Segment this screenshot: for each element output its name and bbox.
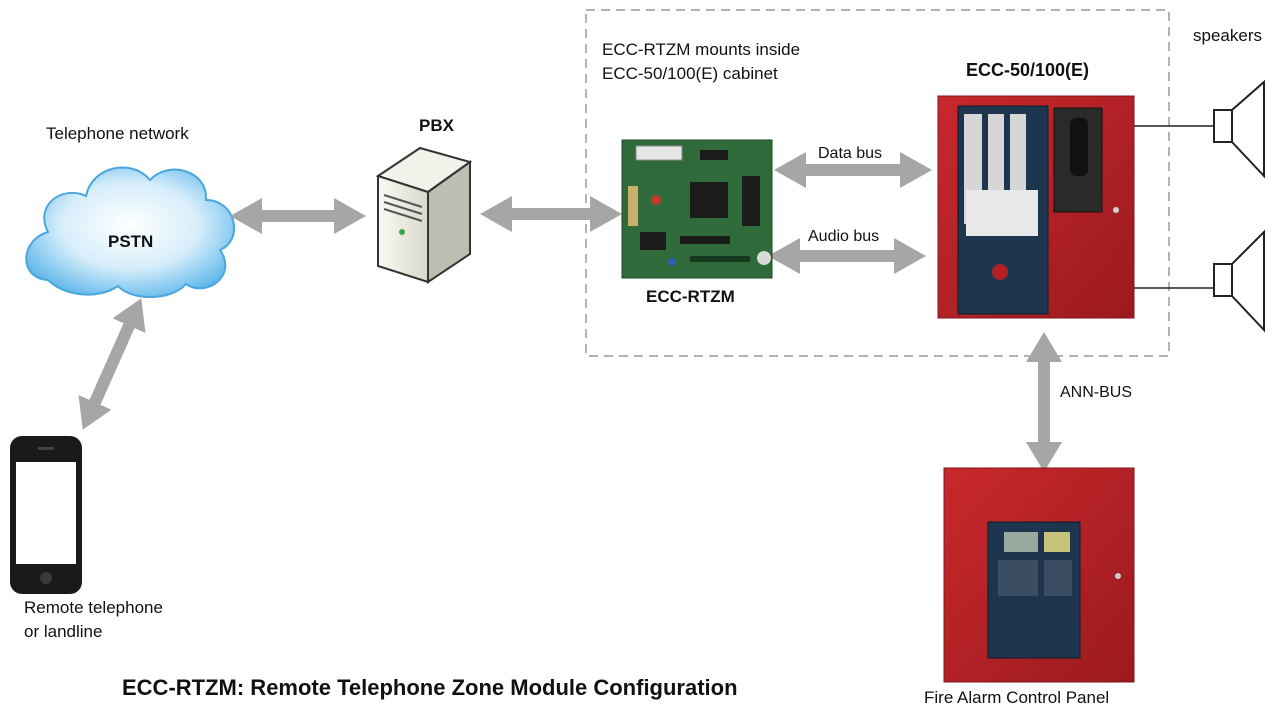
fire-alarm-panel-label: Fire Alarm Control Panel [924, 688, 1110, 707]
cabinet-note-line2: ECC-50/100(E) cabinet [602, 64, 778, 83]
speakers-label: speakers [1193, 26, 1262, 45]
remote-telephone-label-line2: or landline [24, 622, 103, 641]
speaker-icon [1213, 229, 1265, 333]
pbx-server [375, 146, 473, 284]
arrow-pstn-pbx [230, 198, 366, 234]
diagram-title: ECC-RTZM: Remote Telephone Zone Module C… [122, 675, 738, 700]
ecc-panel-label: ECC-50/100(E) [966, 60, 1090, 80]
connection-arrows [78, 152, 1062, 472]
data-bus-label: Data bus [818, 145, 883, 162]
rtzm-board [621, 139, 773, 279]
pbx-label: PBX [419, 116, 454, 135]
arrow-data-bus [774, 152, 932, 188]
ecc-panel [937, 95, 1135, 319]
telephone-network-label: Telephone network [46, 124, 189, 143]
fire-alarm-panel [943, 467, 1135, 683]
arrow-pstn-phone [78, 298, 146, 430]
arrow-ann-bus [1026, 332, 1062, 472]
cabinet-note-line1: ECC-RTZM mounts inside [602, 40, 801, 59]
speaker-icon [1213, 79, 1265, 179]
rtzm-label: ECC-RTZM [646, 287, 735, 306]
remote-telephone-label-line1: Remote telephone [24, 598, 163, 617]
arrow-audio-bus [768, 238, 926, 274]
pstn-label: PSTN [108, 232, 154, 251]
pstn-cloud [25, 166, 236, 298]
arrow-pbx-rtzm [480, 196, 622, 232]
audio-bus-label: Audio bus [808, 228, 880, 245]
smartphone-icon [10, 436, 82, 594]
ann-bus-label: ANN-BUS [1060, 384, 1133, 401]
cabinet-boundary [585, 9, 1170, 357]
